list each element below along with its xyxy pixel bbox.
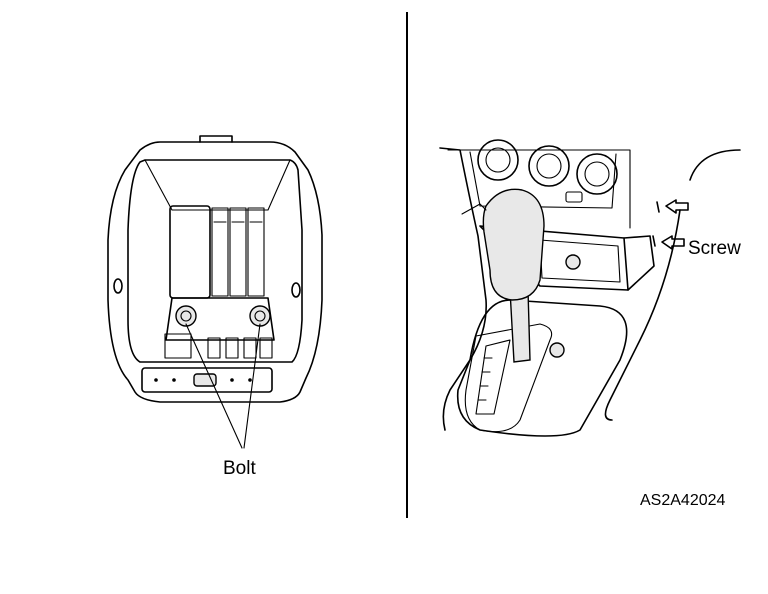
arrow-left-icon xyxy=(665,199,689,214)
bolt-right-icon xyxy=(249,305,271,327)
bolt-label: Bolt xyxy=(223,458,256,479)
screw-label: Screw xyxy=(688,238,741,259)
bolt-left-icon xyxy=(175,305,197,327)
shifter-illustration xyxy=(439,139,741,437)
arrow-left-icon xyxy=(661,235,685,250)
console-box-illustration xyxy=(107,135,323,449)
figure-code: AS2A42024 xyxy=(640,492,726,509)
